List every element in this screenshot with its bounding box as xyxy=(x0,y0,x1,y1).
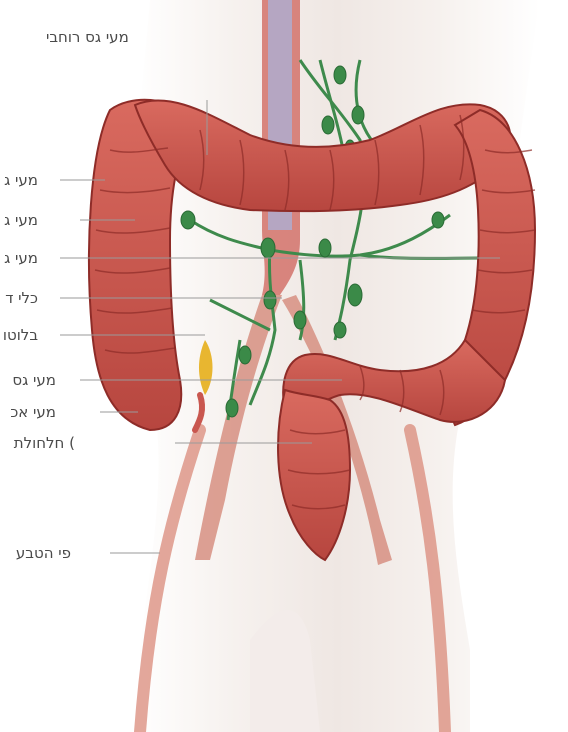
label-blood-vessels: כלי ד xyxy=(5,289,38,307)
label-appendix: מעי אכ xyxy=(10,403,56,421)
label-rectum: חלחולת ( xyxy=(14,434,75,452)
label-colon-2: מעי ג xyxy=(4,211,38,229)
label-anus: פי הטבע xyxy=(16,544,71,562)
label-transverse-colon: מעי גס רוחבי xyxy=(46,28,129,46)
label-ascending-colon: מעי ג xyxy=(4,171,38,189)
label-sigmoid-colon: מעי גס xyxy=(12,371,56,389)
label-colon-3: מעי ג xyxy=(4,249,38,267)
label-lymph-nodes: בלוטו xyxy=(3,326,38,344)
